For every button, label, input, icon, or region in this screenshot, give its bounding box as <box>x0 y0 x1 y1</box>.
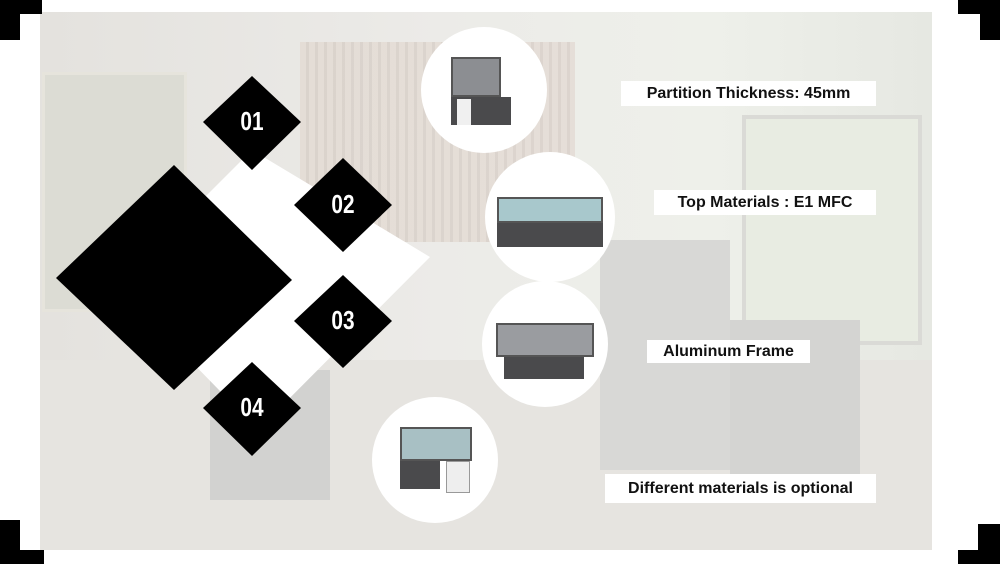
feature-label-aluminum-frame: Aluminum Frame <box>647 340 810 363</box>
feature-label-partition-thickness: Partition Thickness: 45mm <box>621 81 876 106</box>
step-number-02: 02 <box>331 189 355 219</box>
product-image-l-shaped-cubicle <box>372 397 498 523</box>
corner-bracket <box>958 0 1000 42</box>
feature-label-materials-optional: Different materials is optional <box>605 474 876 503</box>
window <box>742 115 922 345</box>
diamond-02 <box>294 158 392 252</box>
large-black-diamond <box>56 165 292 390</box>
corner-bracket <box>958 522 1000 564</box>
feature-label-top-materials: Top Materials : E1 MFC <box>654 190 876 215</box>
corner-bracket <box>0 520 44 564</box>
product-image-single-cubicle <box>421 27 547 153</box>
step-number-01: 01 <box>240 106 264 136</box>
step-number-03: 03 <box>331 305 355 335</box>
product-image-six-cubicles <box>482 281 608 407</box>
step-number-04: 04 <box>240 392 264 422</box>
corner-bracket <box>0 0 42 42</box>
product-image-four-cubicles <box>485 152 615 282</box>
diamond-04 <box>203 362 301 456</box>
diamond-03 <box>294 275 392 368</box>
diamond-01 <box>203 76 301 170</box>
